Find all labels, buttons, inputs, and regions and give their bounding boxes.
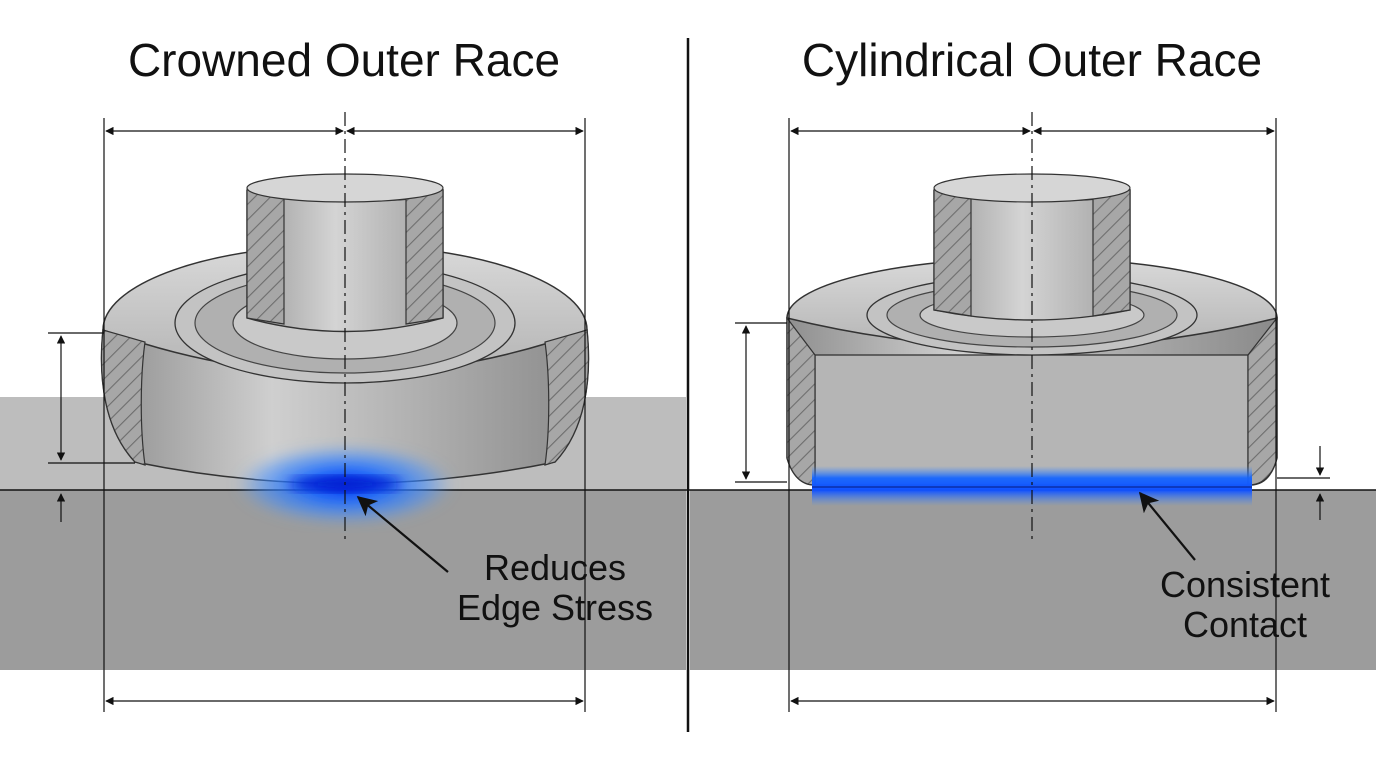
cylindrical-callout-line-2: Contact xyxy=(1182,604,1308,645)
crowned-callout-line-1: Reduces xyxy=(483,547,627,588)
crowned-callout-arrow xyxy=(356,495,449,573)
cylindrical-dimensions xyxy=(735,112,1330,712)
crowned-dimensions xyxy=(48,112,586,712)
cylindrical-callout-arrow xyxy=(1138,491,1196,561)
cylindrical-callout-line-1: Consistent xyxy=(1159,564,1331,605)
crowned-callout: Reduces Edge Stress xyxy=(440,548,670,628)
cylindrical-title: Cylindrical Outer Race xyxy=(801,34,1263,86)
crowned-callout-line-2: Edge Stress xyxy=(456,587,654,628)
cylindrical-callout: Consistent Contact xyxy=(1130,565,1360,645)
crowned-title: Crowned Outer Race xyxy=(127,34,561,86)
ground-right xyxy=(690,490,1376,670)
